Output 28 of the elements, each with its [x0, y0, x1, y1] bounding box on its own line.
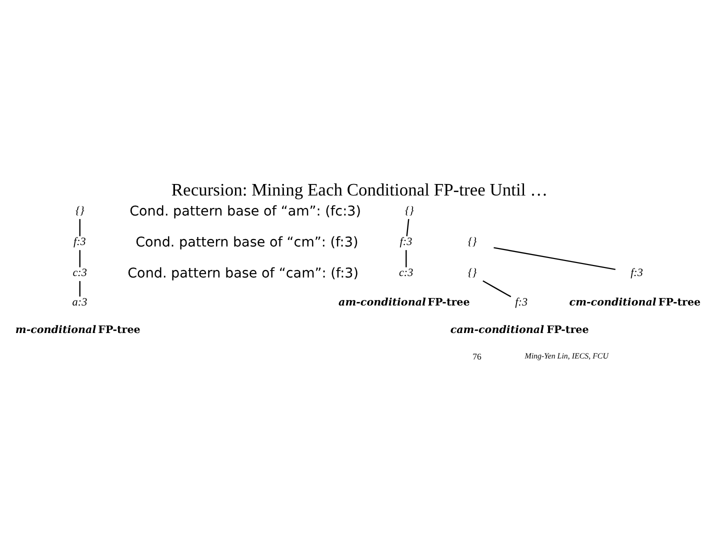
- label: Cond. pattern base of “cm”: (f:3): [136, 234, 358, 250]
- label: cm-conditional FP-tree: [569, 296, 701, 308]
- node-text: c:3: [398, 266, 414, 279]
- node-text: {}: [404, 204, 414, 217]
- node-text: c:3: [72, 266, 87, 279]
- connector: [406, 250, 407, 267]
- node-text: {}: [468, 266, 477, 279]
- label: cam-conditional FP-tree: [450, 323, 589, 336]
- connector: [79, 250, 80, 267]
- diagram-title: Recursion: Mining Each Conditional FP-tree Until …: [171, 178, 548, 199]
- label: Cond. pattern base of “cam”: (f:3): [128, 264, 359, 281]
- label: 76: [472, 350, 482, 361]
- label: m-conditional FP-tree: [15, 323, 140, 336]
- node-text: f:3: [630, 266, 643, 279]
- connector: [79, 280, 80, 296]
- connector: [482, 280, 512, 297]
- node-text: f:3: [74, 236, 86, 248]
- node-text: f:3: [515, 296, 528, 308]
- node-text: {}: [468, 236, 477, 248]
- connector: [494, 246, 616, 270]
- connector: [79, 218, 80, 236]
- node-text: a:3: [72, 296, 88, 308]
- node-text: f:3: [400, 236, 412, 248]
- label: Ming-Yen Lin, IECS, FCU: [524, 350, 608, 360]
- node-text: {}: [75, 204, 84, 217]
- label: Cond. pattern base of “am”: (fc:3): [130, 202, 362, 219]
- connector: [406, 218, 410, 236]
- label: am-conditional FP-tree: [338, 296, 470, 308]
